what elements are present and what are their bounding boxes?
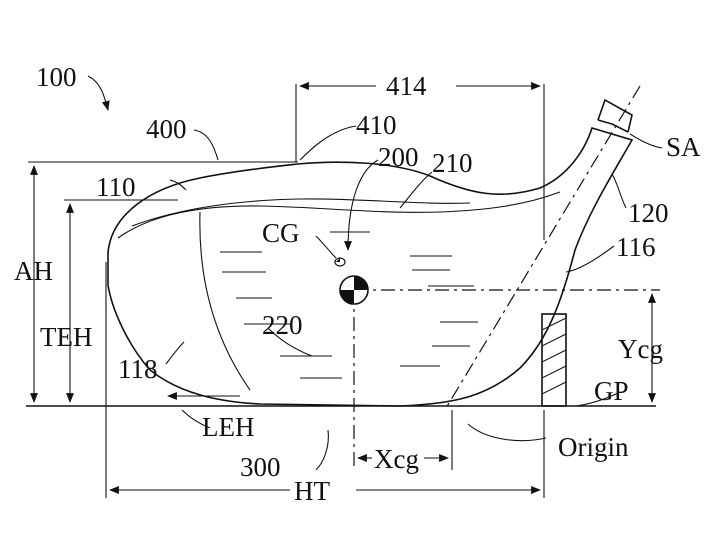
reference-label-120: 120 xyxy=(628,198,669,228)
face-outline xyxy=(200,212,250,390)
reference-label-410: 410 xyxy=(356,110,397,140)
xcg-dimension-label: Xcg xyxy=(374,444,419,474)
dimension-label-414: 414 xyxy=(386,71,427,101)
face-scorelines xyxy=(220,232,478,378)
cg-symbol xyxy=(340,276,368,304)
reference-label-118: 118 xyxy=(118,354,158,384)
ah-dimension-label: AH xyxy=(14,256,53,286)
reference-label-110: 110 xyxy=(96,172,136,202)
ground-block-hatch xyxy=(542,318,566,394)
shaft-axis-label: SA xyxy=(666,132,701,162)
reference-label-300: 300 xyxy=(240,452,281,482)
leh-dimension-label: LEH xyxy=(202,412,254,442)
cg-label: CG xyxy=(262,218,300,248)
origin-label: Origin xyxy=(558,432,629,462)
reference-label-220: 220 xyxy=(262,310,303,340)
shaft-axis-line xyxy=(446,86,640,408)
reference-label-200: 200 xyxy=(378,142,419,172)
ground-plane-label: GP xyxy=(594,376,629,406)
reference-label-100: 100 xyxy=(36,62,77,92)
club-head-outline xyxy=(108,128,632,406)
reference-label-116: 116 xyxy=(616,232,656,262)
reference-label-210: 210 xyxy=(432,148,473,178)
ycg-dimension-label: Ycg xyxy=(618,334,663,364)
reference-label-400: 400 xyxy=(146,114,187,144)
ht-dimension-label: HT xyxy=(294,476,330,506)
teh-dimension-label: TEH xyxy=(40,322,92,352)
cg-projection-marker xyxy=(335,258,345,266)
